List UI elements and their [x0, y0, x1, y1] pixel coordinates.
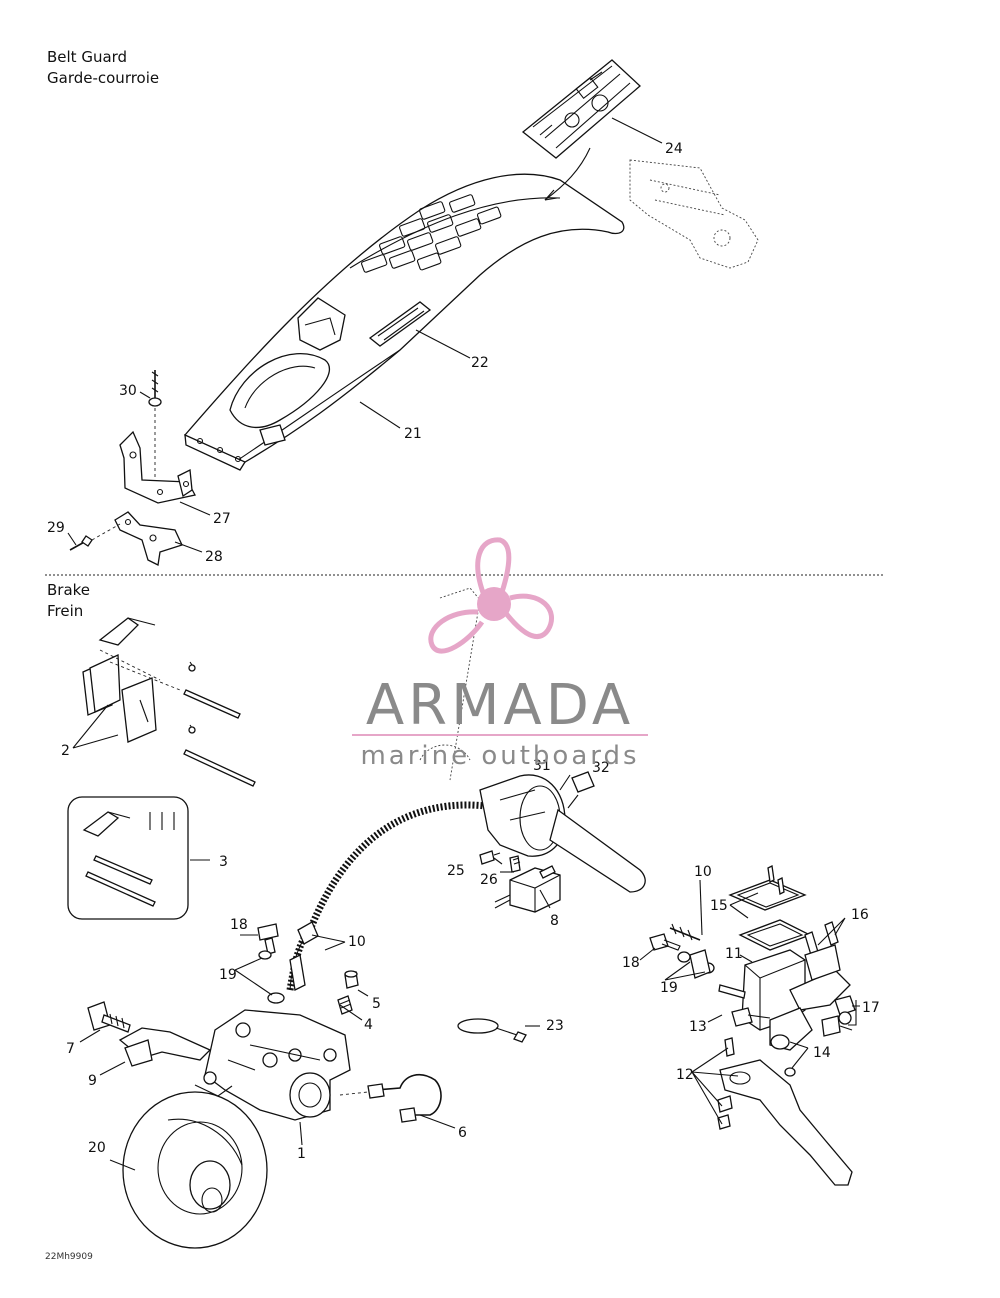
brake-title-en: Brake	[47, 581, 91, 599]
brake-title-fr: Frein	[47, 602, 84, 620]
part-1-caliper[interactable]	[194, 1009, 351, 1121]
callout-26: 26	[480, 872, 498, 888]
part-27-bracket[interactable]	[119, 430, 196, 504]
callout-21: 21	[404, 426, 422, 442]
part-19-washers-caliper[interactable]	[258, 950, 285, 1004]
callout-10-master: 10	[694, 864, 712, 880]
part-3-brake-kit[interactable]	[67, 796, 189, 920]
part-4-bleeder[interactable]	[337, 995, 353, 1015]
figure-code: 22Mh9909	[45, 1252, 93, 1262]
part-19-washers-master[interactable]	[677, 949, 715, 979]
callout-3: 3	[219, 854, 228, 870]
part-23-cable-tie[interactable]	[457, 1018, 527, 1043]
part-15-reservoir-cover[interactable]	[728, 865, 812, 951]
callout-7: 7	[66, 1041, 75, 1057]
callout-labels: 24 22 21 30 27 29 28 2 3 31 32 25 26 8 1…	[45, 141, 880, 1262]
part-10-hose-fitting[interactable]	[669, 923, 701, 941]
callout-19-caliper: 19	[219, 967, 237, 983]
part-31-throttle-housing[interactable]	[479, 774, 646, 893]
part-9-bracket[interactable]	[118, 1027, 212, 1067]
part-18-banjo-bolt-master[interactable]	[649, 933, 681, 951]
callout-12: 12	[676, 1067, 694, 1083]
callout-18-caliper: 18	[230, 917, 248, 933]
brake-assembly	[67, 587, 860, 1249]
callout-22: 22	[471, 355, 489, 371]
callout-5: 5	[372, 996, 381, 1012]
watermark-tagline: marine outboards	[360, 741, 639, 771]
callout-15: 15	[710, 898, 728, 914]
callout-20: 20	[88, 1140, 106, 1156]
part-25-screw[interactable]	[479, 850, 501, 865]
callout-19-master: 19	[660, 980, 678, 996]
part-12-brake-lever[interactable]	[717, 1037, 853, 1186]
callout-25: 25	[447, 863, 465, 879]
part-8-switch[interactable]	[494, 865, 561, 913]
part-2-brake-pads[interactable]	[82, 617, 256, 787]
watermark-brand: ARMADA	[366, 673, 634, 738]
part-13-pivot-bolt[interactable]	[718, 984, 771, 1027]
callout-6: 6	[458, 1125, 467, 1141]
part-5-bleeder-cap[interactable]	[344, 970, 359, 989]
callout-28: 28	[205, 549, 223, 565]
part-26-screw[interactable]	[509, 855, 521, 873]
callout-10-caliper: 10	[348, 934, 366, 950]
belt-guard-title-fr: Garde-courroie	[47, 69, 160, 87]
propeller-hub	[477, 587, 511, 621]
part-24-decal[interactable]	[521, 59, 641, 159]
part-29-rivet[interactable]	[69, 523, 121, 551]
part-28-bracket[interactable]	[114, 511, 183, 566]
handlebar-ref	[419, 587, 481, 781]
part-30-screw[interactable]	[148, 370, 162, 480]
part-16-clamp-screws[interactable]	[804, 921, 841, 981]
part-6-brake-line[interactable]	[339, 1073, 442, 1123]
callout-11: 11	[725, 946, 743, 962]
callout-32: 32	[592, 760, 610, 776]
callout-29: 29	[47, 520, 65, 536]
callout-14: 14	[813, 1045, 831, 1061]
callout-13: 13	[689, 1019, 707, 1035]
callout-31: 31	[533, 758, 551, 774]
part-22-decal[interactable]	[368, 301, 432, 347]
part-18-banjo-bolt-caliper[interactable]	[257, 923, 279, 955]
part-32-decal[interactable]	[567, 771, 595, 809]
engine-bracket-ref	[629, 159, 759, 269]
part-10-brake-hose[interactable]	[286, 801, 511, 991]
callout-16: 16	[851, 907, 869, 923]
callout-18-master: 18	[622, 955, 640, 971]
callout-23: 23	[546, 1018, 564, 1034]
callout-2: 2	[61, 743, 70, 759]
belt-guard-title-en: Belt Guard	[47, 48, 128, 66]
part-17-clamp-parts[interactable]	[821, 995, 856, 1037]
callout-30: 30	[119, 383, 137, 399]
callout-4: 4	[364, 1017, 373, 1033]
callout-8: 8	[550, 913, 559, 929]
part-20-brake-disc[interactable]	[122, 1091, 268, 1249]
armada-watermark: ARMADA marine outboards	[352, 537, 648, 771]
callout-9: 9	[88, 1073, 97, 1089]
callout-24: 24	[665, 141, 683, 157]
callout-27: 27	[213, 511, 231, 527]
callout-17: 17	[862, 1000, 880, 1016]
part-7-bolt[interactable]	[87, 1001, 131, 1033]
callout-1: 1	[297, 1146, 306, 1162]
belt-guard-assembly	[67, 59, 759, 566]
part-14-boot[interactable]	[770, 1034, 796, 1077]
propeller-logo	[428, 537, 555, 654]
